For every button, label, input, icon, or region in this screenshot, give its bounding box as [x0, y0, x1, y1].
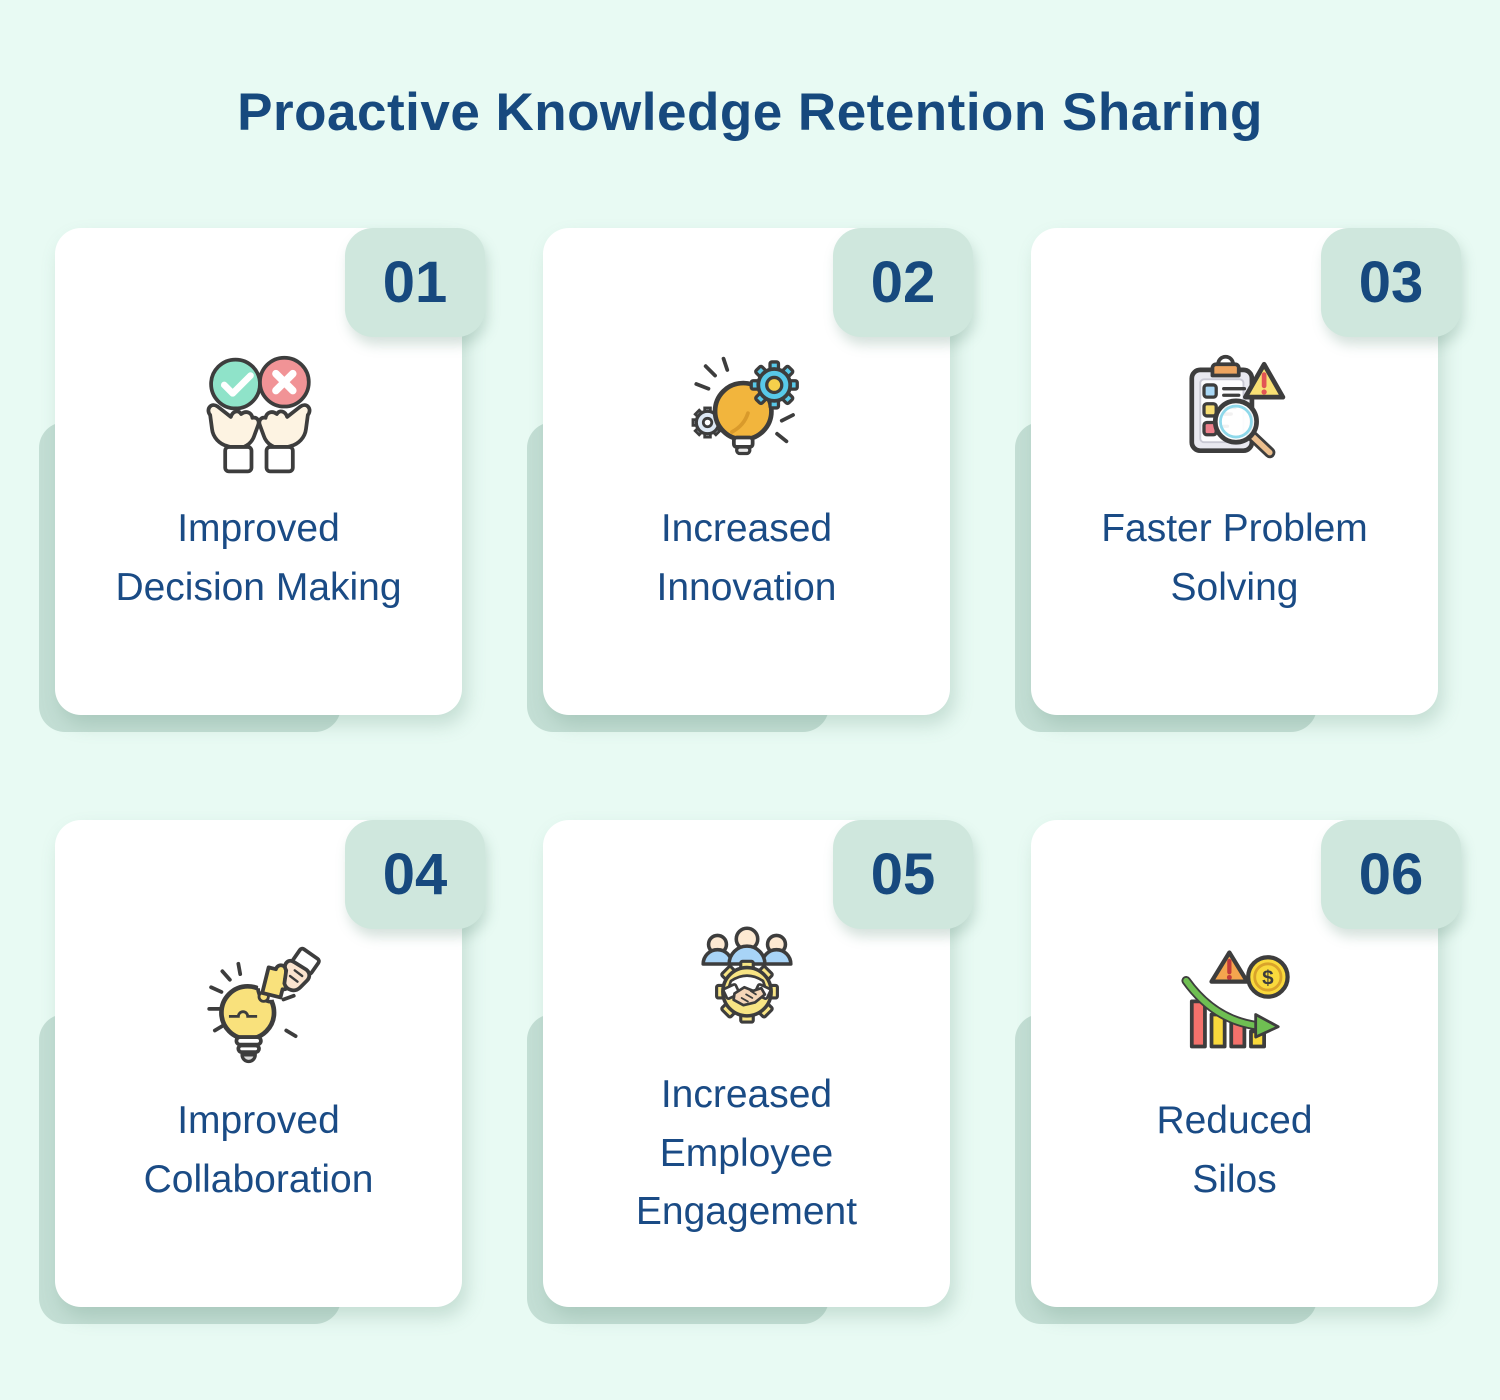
- card-number-badge: 05: [833, 820, 973, 929]
- card-number-badge: 06: [1321, 820, 1461, 929]
- bulb-puzzle-hand-icon: [193, 946, 325, 1068]
- card-improved-decision-making: 01 Improved Decision: [39, 228, 485, 732]
- card-number: 03: [1358, 249, 1424, 315]
- card-label: Improved Decision Making: [115, 507, 402, 609]
- card-label: Improved Collaboration: [143, 1099, 374, 1201]
- card-number-badge: 03: [1321, 228, 1461, 337]
- card-number: 06: [1358, 841, 1424, 907]
- declining-bars-warning-coin-icon: $: [1173, 946, 1297, 1068]
- benefits-grid: 01 Improved Decision: [39, 228, 1461, 1324]
- card-number-badge: 01: [345, 228, 485, 337]
- card-number: 04: [382, 841, 448, 907]
- card-label: Increased Innovation: [656, 507, 837, 609]
- card-number: 02: [870, 249, 936, 315]
- clipboard-magnifier-warning-icon: [1171, 354, 1299, 476]
- card-number-badge: 02: [833, 228, 973, 337]
- card-increased-employee-engagement: 05: [527, 820, 973, 1324]
- card-label: Increased Employee Engagement: [635, 1073, 858, 1233]
- card-label: Faster Problem Solving: [1101, 507, 1368, 609]
- card-number-badge: 04: [345, 820, 485, 929]
- card-faster-problem-solving: 03: [1015, 228, 1461, 732]
- hands-approve-reject-icon: [197, 354, 321, 476]
- card-improved-collaboration: 04: [39, 820, 485, 1324]
- card-number: 05: [870, 841, 936, 907]
- bulb-gears-icon: [685, 354, 809, 476]
- card-reduced-silos: 06 $ Reduced Silos: [1015, 820, 1461, 1324]
- team-handshake-gear-icon: [688, 920, 806, 1042]
- svg-text:$: $: [1262, 966, 1274, 989]
- card-number: 01: [382, 249, 448, 315]
- page-title: Proactive Knowledge Retention Sharing: [237, 83, 1263, 142]
- card-label: Reduced Silos: [1156, 1099, 1313, 1201]
- card-increased-innovation: 02: [527, 228, 973, 732]
